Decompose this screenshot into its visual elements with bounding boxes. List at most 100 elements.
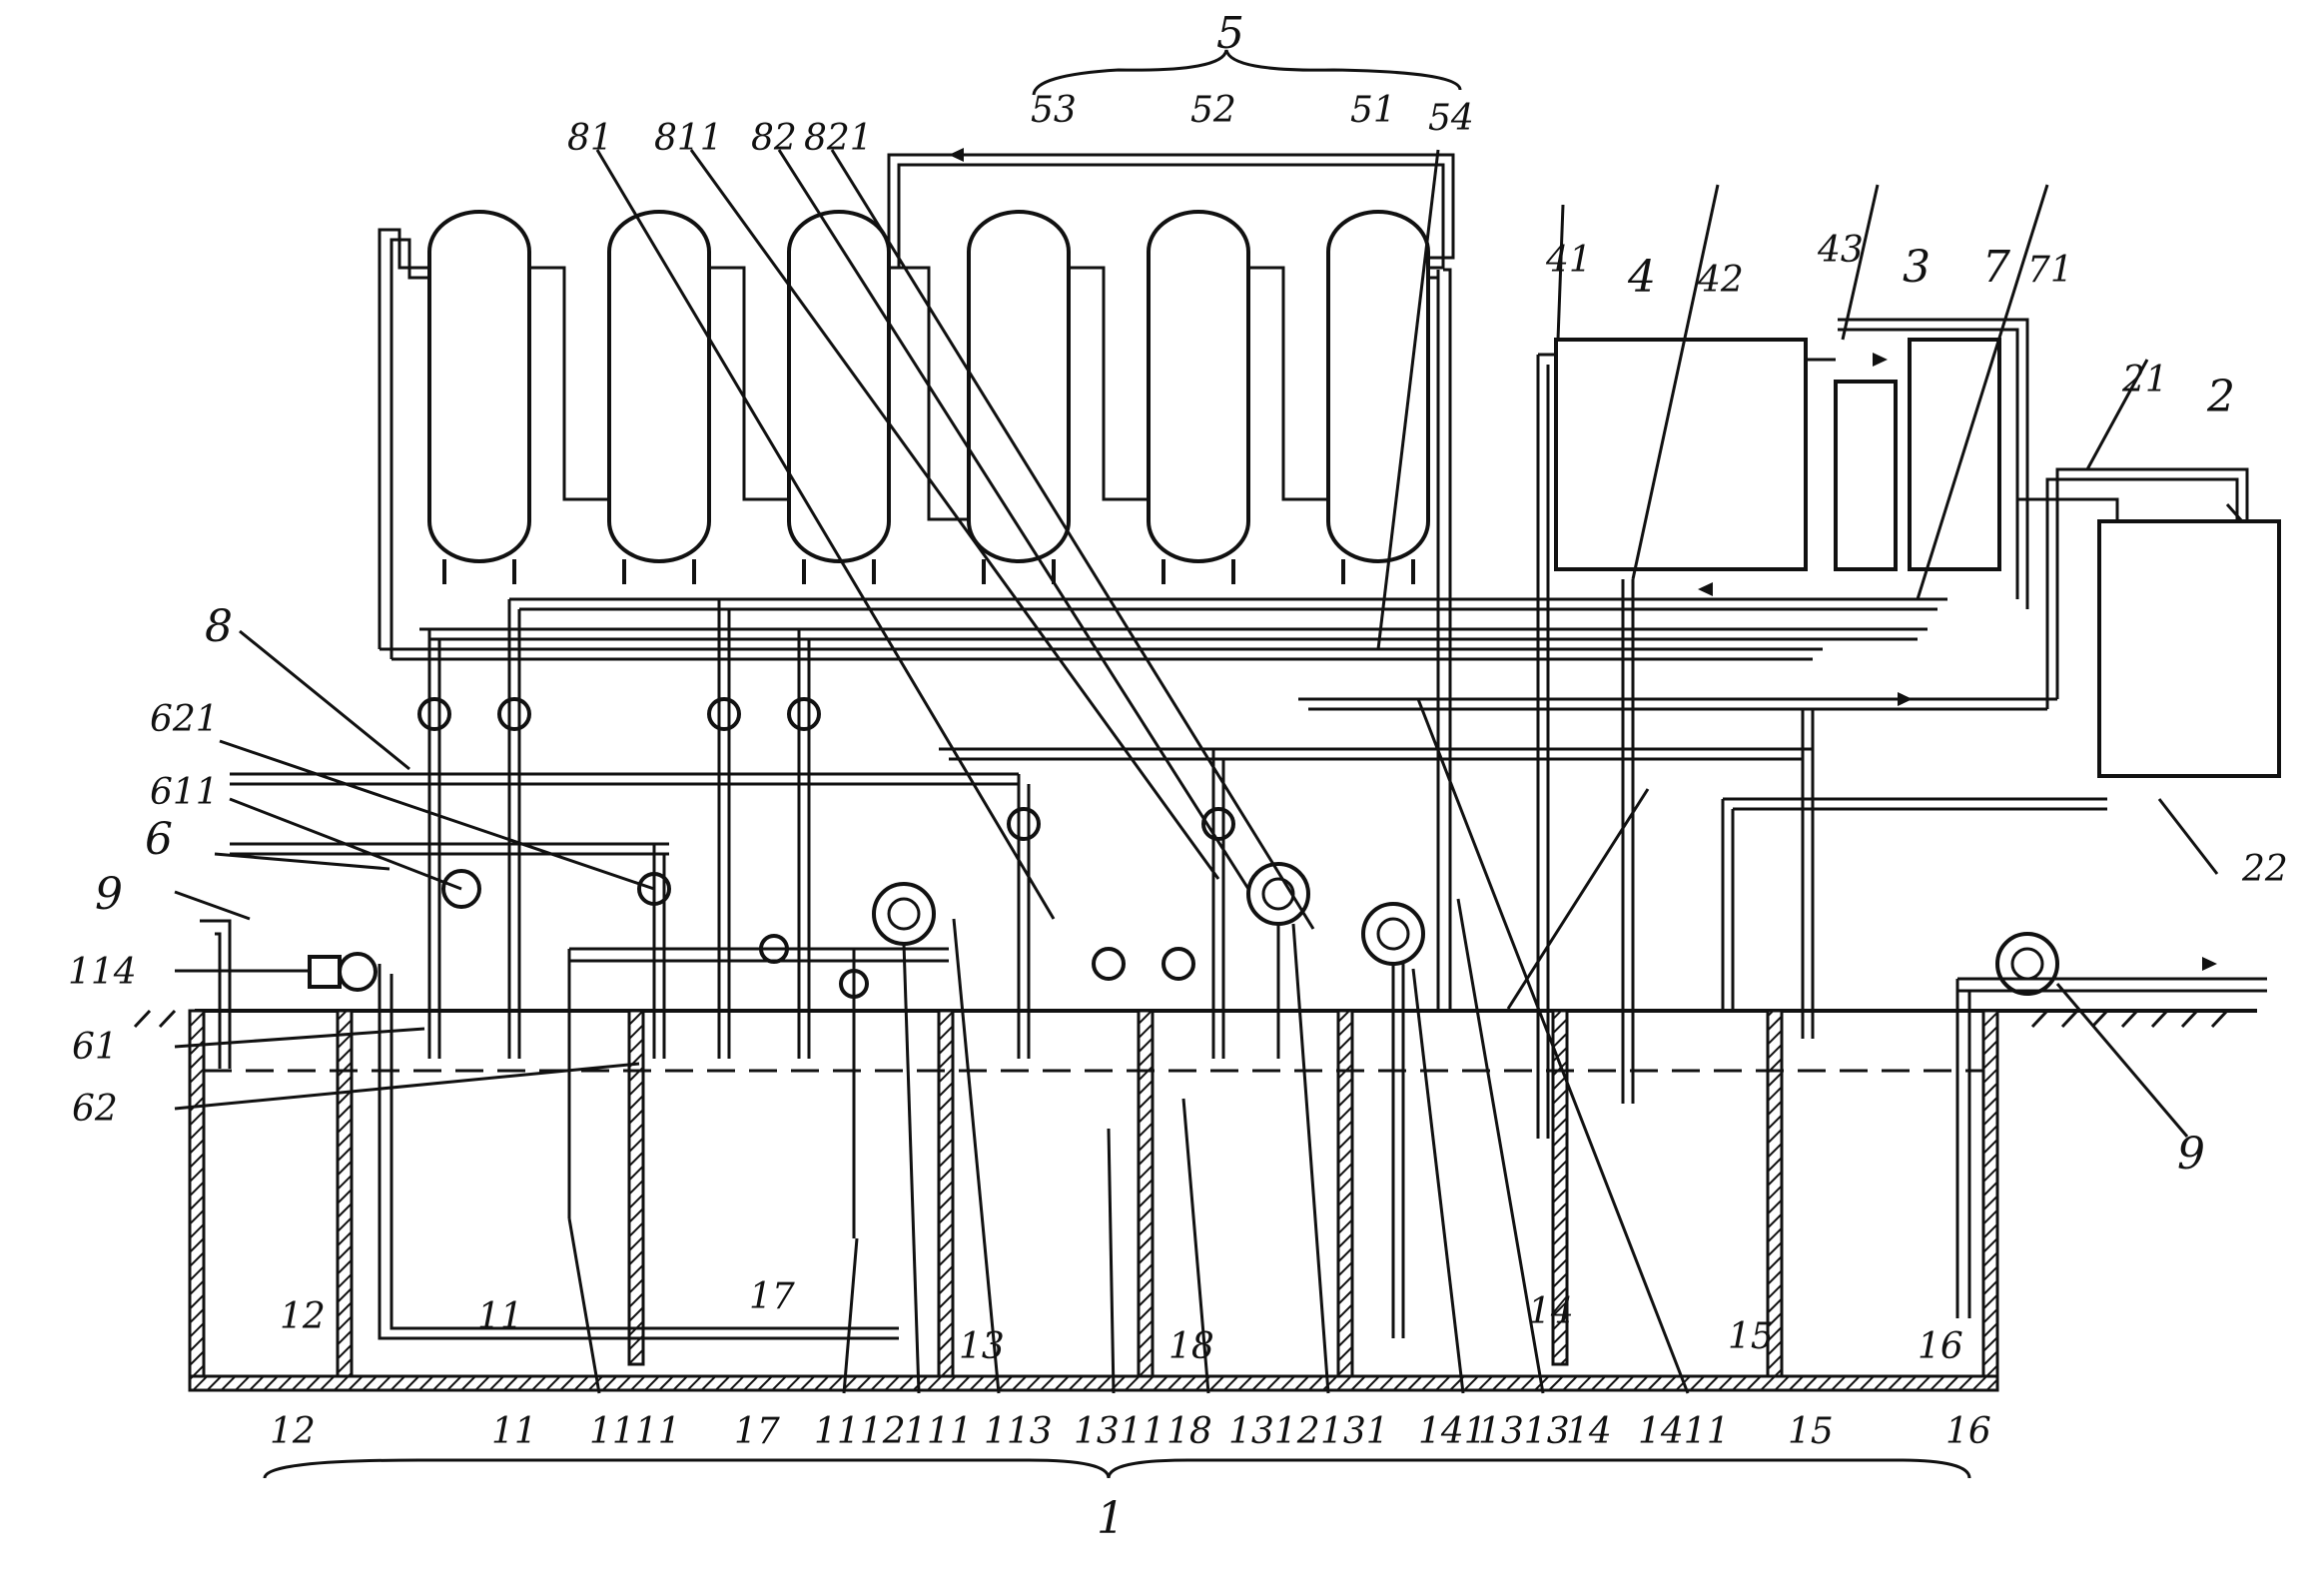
- label-51: 51: [1350, 90, 1396, 131]
- label-611: 611: [150, 772, 219, 813]
- valve-icon: [759, 934, 789, 964]
- label-2: 2: [2206, 372, 2235, 422]
- label-18-inner: 18: [1168, 1326, 1214, 1367]
- pump-icon: [872, 882, 936, 946]
- valve-icon: [1007, 807, 1041, 841]
- label-81: 81: [567, 118, 613, 159]
- label-13-inner: 13: [959, 1326, 1005, 1367]
- label-111: 111: [904, 1411, 973, 1452]
- vessel-53: [967, 210, 1071, 584]
- label-9-left: 9: [95, 869, 123, 920]
- label-62: 62: [72, 1089, 118, 1130]
- partition-17-13: [937, 1009, 955, 1378]
- vessel-1: [427, 210, 531, 584]
- basin: [133, 1009, 2257, 1392]
- label-131: 131: [1320, 1411, 1389, 1452]
- label-18: 18: [1166, 1411, 1212, 1452]
- pump-icon: [1995, 932, 2059, 996]
- label-114: 114: [68, 952, 137, 993]
- unit-7: [1908, 338, 2001, 571]
- valve-icon: [637, 872, 671, 906]
- label-14: 14: [1566, 1411, 1612, 1452]
- label-1312: 1312: [1228, 1411, 1320, 1452]
- label-1: 1: [1097, 1493, 1125, 1544]
- inlet-pipe-9: [200, 919, 232, 1069]
- label-12-inner: 12: [280, 1296, 326, 1337]
- label-8: 8: [205, 601, 233, 652]
- label-5: 5: [1216, 8, 1244, 59]
- label-21: 21: [2121, 360, 2168, 400]
- label-113: 113: [984, 1411, 1053, 1452]
- valve-icon: [441, 869, 481, 909]
- valve-icon: [1162, 947, 1195, 981]
- label-1112: 1112: [814, 1411, 906, 1452]
- valve-icon: [707, 697, 741, 731]
- label-621: 621: [150, 699, 219, 740]
- label-43: 43: [1817, 230, 1864, 271]
- label-821: 821: [804, 118, 873, 159]
- label-1111: 1111: [589, 1411, 681, 1452]
- leader-lines: [174, 49, 2244, 1479]
- labels: 5 53 52 51 54 81 811 82 821 41 4 42 43 3…: [68, 8, 2288, 1544]
- label-17-inner: 17: [749, 1276, 795, 1317]
- label-16-inner: 16: [1918, 1326, 1963, 1367]
- partition-15-16: [1766, 1009, 1784, 1378]
- partition-13-18: [1137, 1009, 1155, 1378]
- unit-2: [2097, 519, 2281, 778]
- valve-icon: [417, 697, 451, 731]
- valve-icon: [1092, 947, 1126, 981]
- unit-3: [1834, 380, 1898, 571]
- label-14-inner: 14: [1528, 1291, 1574, 1332]
- basin-floor: [188, 1374, 1999, 1392]
- label-16: 16: [1945, 1411, 1991, 1452]
- label-1311: 1311: [1074, 1411, 1165, 1452]
- label-141: 141: [1418, 1411, 1487, 1452]
- valve-icon: [839, 969, 869, 999]
- valve-icon: [497, 697, 531, 731]
- vessel-51: [1326, 210, 1430, 584]
- flow-arrow-icon: [949, 148, 2217, 971]
- label-42: 42: [1697, 260, 1744, 301]
- valve-icon: [787, 697, 821, 731]
- partition-11-17: [627, 1009, 645, 1366]
- unit-2-piping: [1806, 318, 2249, 709]
- ground-ticks: [133, 1009, 2229, 1029]
- basin-wall-right: [1981, 1009, 1999, 1392]
- inlet-pipe-9b: [215, 932, 222, 1069]
- tank-4: [1538, 338, 1808, 571]
- label-7: 7: [1982, 242, 2010, 293]
- label-71: 71: [2027, 250, 2073, 291]
- vessel-52: [1147, 210, 1250, 584]
- header-pipes: [230, 597, 2057, 856]
- label-52: 52: [1190, 90, 1236, 131]
- label-12: 12: [270, 1411, 316, 1452]
- label-9-right: 9: [2177, 1129, 2205, 1180]
- label-1313: 1313: [1478, 1411, 1570, 1452]
- partition-14-15: [1551, 1009, 1569, 1366]
- label-53: 53: [1031, 90, 1077, 131]
- label-6: 6: [145, 814, 173, 865]
- label-15-inner: 15: [1728, 1316, 1774, 1357]
- label-11: 11: [491, 1411, 537, 1452]
- label-61: 61: [72, 1027, 118, 1068]
- drop-pipes: [427, 355, 2107, 1139]
- vessel-piping: [378, 153, 1455, 1009]
- vessel-2: [607, 210, 711, 584]
- motor-icon: [308, 952, 378, 992]
- label-11-inner: 11: [477, 1296, 523, 1337]
- label-17: 17: [734, 1411, 780, 1452]
- label-15: 15: [1788, 1411, 1834, 1452]
- aeration-pipe-b: [389, 974, 899, 1330]
- label-1411: 1411: [1638, 1411, 1730, 1452]
- label-4: 4: [1627, 252, 1656, 303]
- label-3: 3: [1903, 242, 1931, 293]
- vessel-3: [787, 210, 891, 584]
- label-811: 811: [654, 118, 723, 159]
- label-82: 82: [751, 118, 797, 159]
- label-54: 54: [1428, 98, 1474, 139]
- label-22: 22: [2241, 849, 2288, 890]
- basin-wall-left: [188, 1009, 206, 1392]
- pump-piping: [1276, 924, 2267, 1338]
- pump-icon: [1361, 902, 1425, 966]
